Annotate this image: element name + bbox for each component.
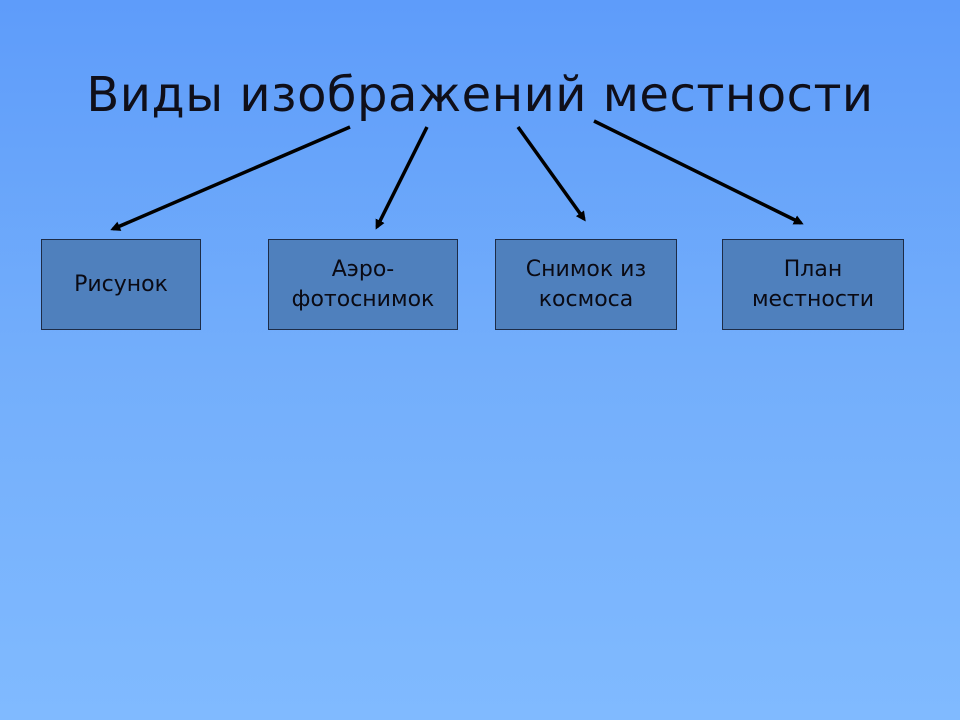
node-label: План местности bbox=[751, 256, 875, 312]
node-aerofotosnimok: Аэро- фотоснимок bbox=[268, 239, 458, 330]
arrow-to-node-0 bbox=[110, 125, 351, 231]
arrow-to-node-2 bbox=[516, 125, 586, 222]
node-label: Снимок из космоса bbox=[525, 256, 647, 312]
slide-title: Виды изображений местности bbox=[86, 67, 874, 123]
node-plan-mestnosti: План местности bbox=[722, 239, 904, 330]
node-label: Аэро- фотоснимок bbox=[291, 256, 435, 312]
node-label: Рисунок bbox=[74, 271, 168, 297]
node-risunok: Рисунок bbox=[41, 239, 201, 330]
node-snimok-iz-kosmosa: Снимок из космоса bbox=[495, 239, 677, 330]
arrow-to-node-1 bbox=[375, 126, 429, 230]
arrow-to-node-3 bbox=[593, 119, 804, 225]
